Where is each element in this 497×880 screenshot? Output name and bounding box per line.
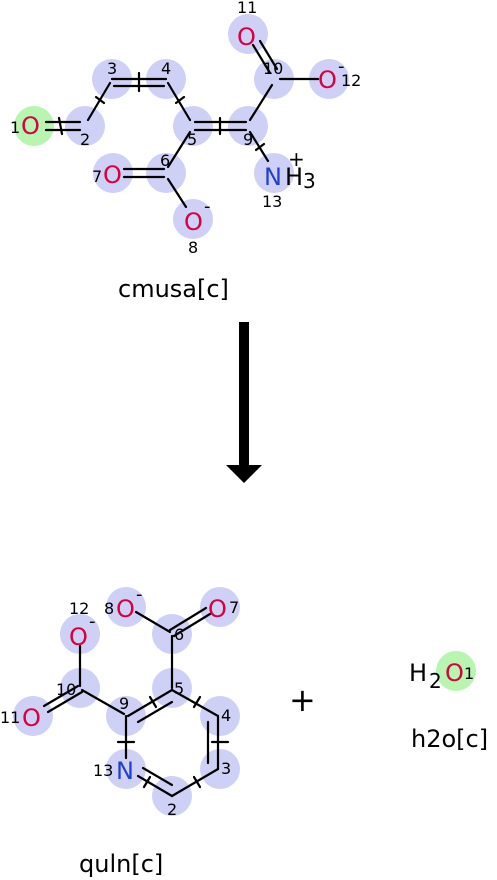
q-atom-13-label: N xyxy=(116,757,134,785)
q-atom-highlight-7 xyxy=(200,587,240,627)
atom-10-number: 10 xyxy=(263,59,283,78)
substrate-name: cmusa[c] xyxy=(118,275,229,303)
atom-5-number: 5 xyxy=(187,130,197,149)
q-atom-highlight-6 xyxy=(152,614,192,654)
h2o-atom-1-number: 1 xyxy=(464,664,474,683)
quln-highlights xyxy=(13,587,240,816)
q-atom-12-label: O xyxy=(69,623,88,651)
atom-4-number: 4 xyxy=(161,59,171,78)
atom-13-charge: + xyxy=(288,147,305,171)
q-atom-6-number: 6 xyxy=(174,625,184,644)
atom-8-label: O xyxy=(184,208,203,236)
atom-highlight-5 xyxy=(173,106,213,146)
substrate-molecule: O O O - O O - N H 3 + 1 2 3 4 5 6 7 8 9 … xyxy=(10,0,361,303)
arrow-head xyxy=(226,465,262,483)
atom-13-number: 13 xyxy=(262,192,282,211)
q-atom-8-label: O xyxy=(116,595,135,623)
quln-atom-numbers: 2 3 4 5 6 7 8 9 10 11 12 13 xyxy=(0,598,239,819)
q-atom-12-charge: - xyxy=(89,611,96,632)
atom-7-number: 7 xyxy=(92,167,102,186)
atom-13-h-sub: 3 xyxy=(303,169,316,193)
atom-11-label: O xyxy=(237,23,256,51)
q-atom-12-number: 12 xyxy=(69,599,89,618)
atom-6-number: 6 xyxy=(160,151,170,170)
q-atom-5-number: 5 xyxy=(174,679,184,698)
atom-1-label: O xyxy=(21,112,40,140)
atom-highlight-8 xyxy=(173,199,213,239)
q-atom-2-number: 2 xyxy=(167,800,177,819)
q-atom-highlight-8 xyxy=(106,587,146,627)
atom-highlight-13 xyxy=(254,153,294,193)
atom-highlight-10 xyxy=(254,59,294,99)
q-atom-3-number: 3 xyxy=(221,759,231,778)
atom-11-number: 11 xyxy=(237,0,257,17)
q-atom-11-label: O xyxy=(22,704,41,732)
atom-highlight-2 xyxy=(65,106,105,146)
q-atom-4-number: 4 xyxy=(221,706,231,725)
plus-sign: + xyxy=(289,681,316,719)
q-atom-highlight-13 xyxy=(106,749,146,789)
q-atom-9-number: 9 xyxy=(119,694,129,713)
atom-highlight-1 xyxy=(14,106,54,146)
atom-1-number: 1 xyxy=(10,118,20,137)
product-h2o-molecule: H 2 O 1 h2o[c] xyxy=(409,651,488,753)
atom-12-label: O xyxy=(318,66,337,94)
h2o-h-label: H xyxy=(409,659,427,687)
substrate-atom-numbers: 1 2 3 4 5 6 7 8 9 10 11 12 13 xyxy=(10,0,361,257)
atom-highlight-9 xyxy=(228,106,268,146)
atom-12-charge: - xyxy=(338,56,345,77)
atom-3-number: 3 xyxy=(107,59,117,78)
atom-9-number: 9 xyxy=(243,130,253,149)
h2o-atom-highlight-1 xyxy=(436,651,476,691)
q-atom-highlight-3 xyxy=(200,749,240,789)
atom-12-number: 12 xyxy=(341,71,361,90)
quln-atom-labels: O - O O - O N xyxy=(22,584,227,785)
atom-7-label: O xyxy=(103,161,122,189)
atom-highlight-12 xyxy=(309,59,349,99)
reaction-arrow xyxy=(226,322,262,483)
arrow-shaft xyxy=(239,322,249,466)
atom-highlight-7 xyxy=(93,153,133,193)
product-h2o-name: h2o[c] xyxy=(411,725,488,753)
atom-highlight-6 xyxy=(146,153,186,193)
atom-13-label: N xyxy=(264,163,282,191)
atom-8-charge: - xyxy=(204,196,211,217)
product-quln-name: quln[c] xyxy=(79,850,163,878)
q-atom-8-charge: - xyxy=(136,584,143,605)
q-atom-8-number: 8 xyxy=(104,599,114,618)
substrate-atom-labels: O O O - O O - N H 3 + xyxy=(21,23,345,236)
atom-2-number: 2 xyxy=(80,130,90,149)
h2o-o-label: O xyxy=(445,659,464,687)
q-atom-highlight-4 xyxy=(200,696,240,736)
q-atom-7-number: 7 xyxy=(229,598,239,617)
q-atom-11-number: 11 xyxy=(0,708,20,727)
atom-8-number: 8 xyxy=(188,238,198,257)
q-atom-13-number: 13 xyxy=(93,761,113,780)
h2o-h-subscript: 2 xyxy=(429,669,442,693)
atom-highlight-11 xyxy=(228,14,268,54)
substrate-bonds xyxy=(44,39,320,209)
q-atom-highlight-12 xyxy=(60,614,100,654)
q-atom-7-label: O xyxy=(208,595,227,623)
quln-bonds xyxy=(42,606,230,798)
atom-13-h: H xyxy=(285,163,303,191)
product-quln-molecule: O - O O - O N 2 3 4 5 6 7 8 9 10 11 12 1… xyxy=(0,584,240,878)
q-atom-10-number: 10 xyxy=(56,680,76,699)
